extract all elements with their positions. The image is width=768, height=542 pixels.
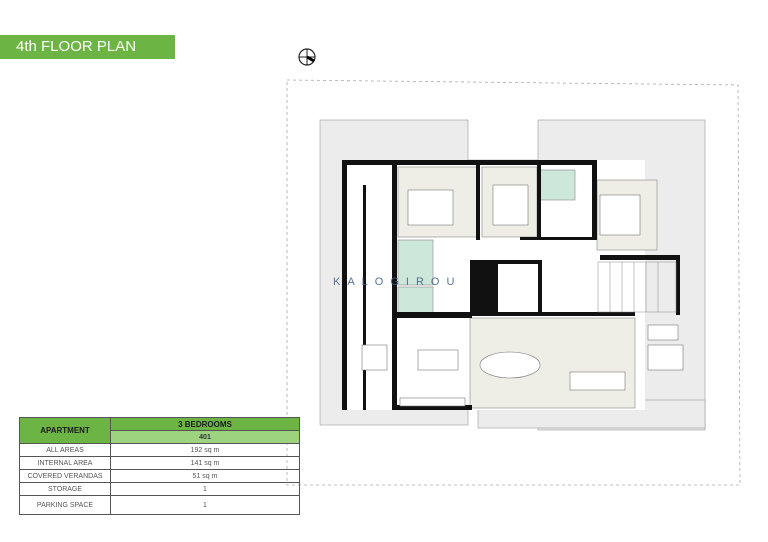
row-label: ALL AREAS [19,443,111,457]
row-label: PARKING SPACE [19,495,111,515]
north-arrow-icon [298,48,316,66]
row-value: 51 sq m [110,469,300,483]
plot-boundary [286,79,741,486]
unit-number: 401 [110,430,300,444]
bedrooms [397,166,658,409]
row-value: 1 [110,495,300,515]
row-label: STORAGE [19,482,111,496]
furniture [361,184,684,407]
row-label: INTERNAL AREA [19,456,111,470]
bedrooms-header: 3 BEDROOMS [110,417,300,431]
walls [342,160,680,410]
row-value: 1 [110,482,300,496]
watermark-logo: KALOGIROU [333,276,462,288]
row-label: COVERED VERANDAS [19,469,111,483]
stairs [597,261,677,313]
page-title: 4th FLOOR PLAN [0,35,175,59]
apartment-header: APARTMENT [19,417,111,444]
row-value: 141 sq m [110,456,300,470]
row-value: 192 sq m [110,443,300,457]
